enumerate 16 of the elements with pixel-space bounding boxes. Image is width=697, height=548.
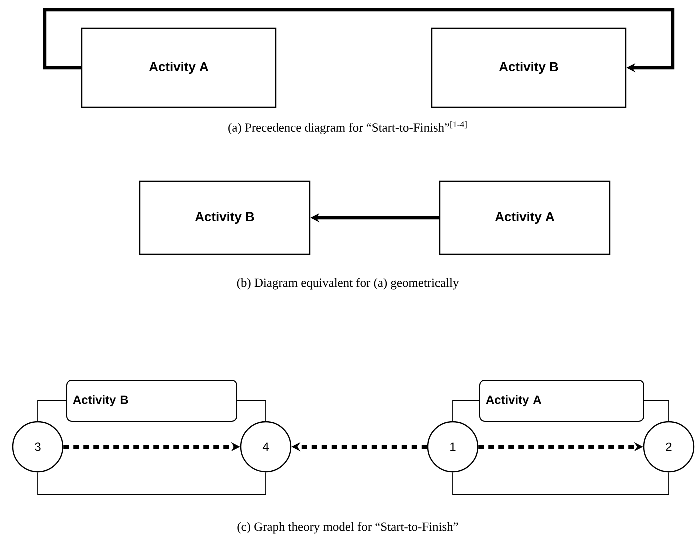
activity-label-box: Activity A bbox=[480, 380, 644, 422]
activity-box: Activity A bbox=[81, 28, 277, 108]
activity-bracket-line bbox=[237, 400, 266, 422]
activity-bracket-line bbox=[38, 400, 67, 422]
activity-box: Activity A bbox=[439, 180, 611, 256]
activity-box: Activity B bbox=[139, 180, 311, 256]
activity-bracket-line bbox=[38, 472, 266, 496]
caption: (b) Diagram equivalent for (a) geometrically bbox=[237, 278, 460, 290]
activity-box: Activity B bbox=[431, 28, 627, 108]
arrow bbox=[43, 8, 675, 73]
activity-bracket-line bbox=[452, 400, 480, 422]
activity-bracket-line bbox=[452, 472, 670, 496]
activity-label-box: Activity B bbox=[66, 380, 238, 422]
caption: (c) Graph theory model for “Start-to-Finish” bbox=[238, 522, 458, 534]
caption: (a) Precedence diagram for “Start-to-Finish”$^{[1-4]}$ bbox=[228, 121, 467, 135]
activity-bracket-line bbox=[644, 400, 670, 422]
